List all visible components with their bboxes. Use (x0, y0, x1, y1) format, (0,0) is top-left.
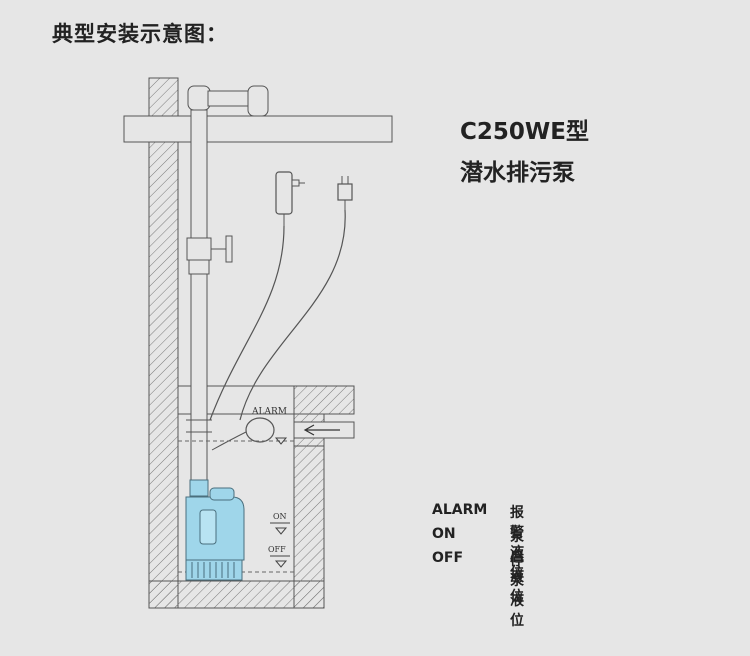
page-title: 典型安装示意图： (52, 22, 228, 46)
off-marker-icon (274, 560, 288, 568)
inflow-arrow (303, 424, 340, 436)
switch-plug (337, 183, 353, 201)
pipe-horizontal (207, 90, 253, 107)
discharge-pipe (190, 109, 208, 486)
legend-desc: 泵启液位 (510, 529, 524, 605)
adapter-cable (209, 225, 285, 421)
legend-desc: 停泵液位 (510, 553, 524, 629)
pit-right-wall (293, 445, 325, 609)
alarm-label: ALARM (251, 407, 287, 417)
pipe-elbow-left (187, 85, 211, 111)
legend-key: OFF (432, 550, 464, 566)
legend-key: ON (432, 526, 456, 542)
on-marker-icon (274, 527, 288, 535)
product-name: 潜水排污泵 (460, 160, 575, 186)
alarm-marker-icon (274, 437, 288, 445)
power-adapter (275, 171, 293, 215)
valve-handwheel (225, 235, 233, 263)
product-model: C250WE型 (460, 119, 589, 145)
upper-wall (148, 77, 179, 117)
left-wall (148, 141, 179, 609)
pump-icon (185, 479, 245, 581)
on-label: ON (273, 512, 287, 521)
legend-desc: 报警液位 (510, 505, 524, 581)
ceiling-slab (123, 115, 393, 143)
pipe-elbow-right (247, 85, 269, 117)
switch-cable (239, 209, 346, 421)
float-switch (245, 417, 275, 443)
valve-body (186, 237, 212, 261)
pipe-coupling (188, 259, 210, 275)
off-label: OFF (268, 545, 286, 554)
legend-key: ALARM (432, 502, 488, 518)
